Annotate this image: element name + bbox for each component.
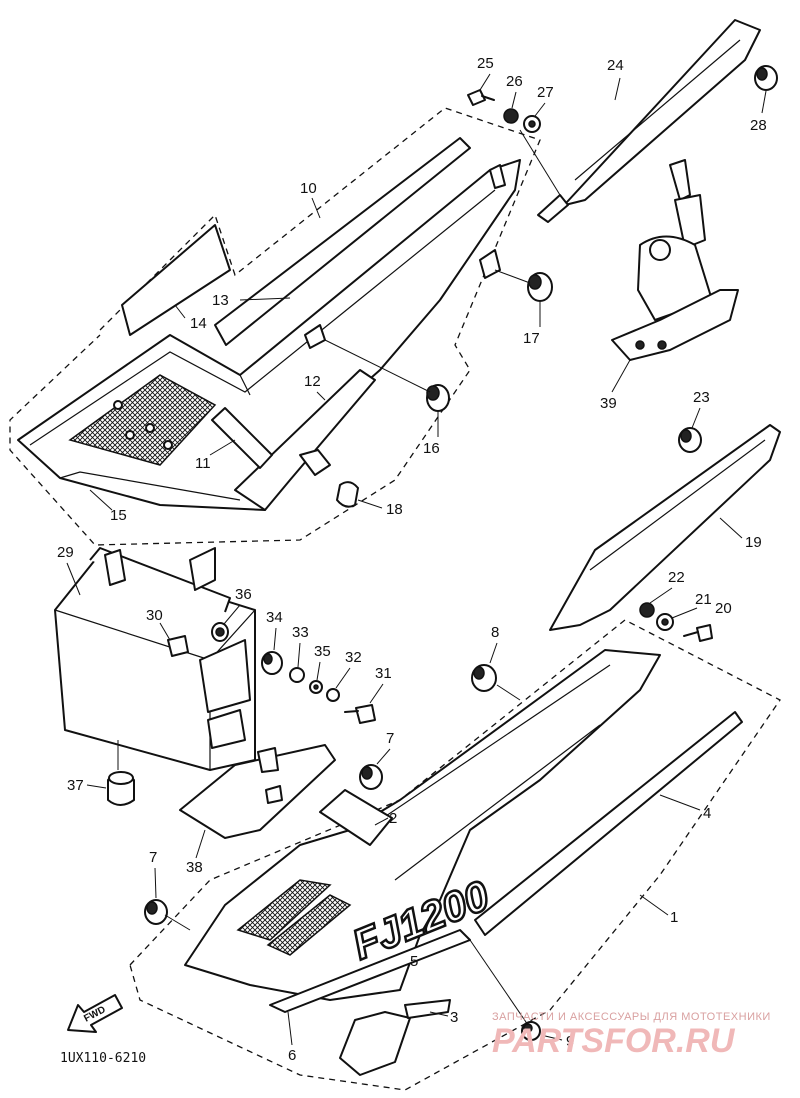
- part-33-collar: [289, 667, 305, 683]
- callout-9: 9: [566, 1033, 574, 1050]
- part-16-grommet: [426, 384, 450, 412]
- callout-23: 23: [693, 389, 710, 406]
- callout-5: 5: [410, 953, 418, 970]
- callout-29: 29: [57, 544, 74, 561]
- part-31-bolt: [344, 704, 376, 724]
- part-1-side-cover: [184, 649, 661, 1001]
- callout-19: 19: [745, 534, 762, 551]
- callout-1: 1: [670, 909, 678, 926]
- callout-13: 13: [212, 292, 229, 309]
- part-37-grommet: [107, 771, 135, 806]
- callout-27: 27: [537, 84, 554, 101]
- part-11-damper: [211, 407, 273, 469]
- callout-39: 39: [600, 395, 617, 412]
- callout-20: 20: [715, 600, 732, 617]
- diagram-code: 1UX110-6210: [60, 1051, 146, 1066]
- part-8-grommet: [471, 664, 497, 692]
- part-9-grommet: [521, 1021, 541, 1041]
- callout-22: 22: [668, 569, 685, 586]
- callout-34: 34: [266, 609, 283, 626]
- callout-7-lower: 7: [149, 849, 157, 866]
- part-26-washer: [503, 108, 519, 124]
- part-35-washer: [309, 680, 323, 694]
- part-2-pad: [319, 789, 393, 846]
- part-17-grommet: [527, 272, 553, 302]
- callout-31: 31: [375, 665, 392, 682]
- part-32-washer: [326, 688, 340, 702]
- part-28-grommet: [754, 65, 778, 91]
- callout-26: 26: [506, 73, 523, 90]
- callout-25: 25: [477, 55, 494, 72]
- callout-4: 4: [703, 805, 711, 822]
- part-30-clip: [167, 635, 189, 657]
- watermark-tagline: ЗАПЧАСТИ И АКСЕССУАРЫ ДЛЯ МОТОТЕХНИКИ: [492, 1011, 771, 1023]
- callout-37: 37: [67, 777, 84, 794]
- callout-10: 10: [300, 180, 317, 197]
- part-14-decal: [121, 224, 231, 336]
- callout-36: 36: [235, 586, 252, 603]
- callout-6: 6: [288, 1047, 296, 1064]
- callout-8: 8: [491, 624, 499, 641]
- part-25-bolt: [467, 89, 495, 106]
- callout-35: 35: [314, 643, 331, 660]
- upper-cover-group-boundary: [9, 107, 541, 546]
- callout-3: 3: [450, 1009, 458, 1026]
- callout-21: 21: [695, 591, 712, 608]
- forward-arrow-icon: FWD: [67, 994, 123, 1033]
- callout-18: 18: [386, 501, 403, 518]
- callout-38: 38: [186, 859, 203, 876]
- part-18-grommet: [336, 481, 359, 508]
- lower-vent-upper: [236, 879, 332, 941]
- lower-cover-group-boundary: [129, 619, 781, 1091]
- callout-11: 11: [195, 455, 211, 472]
- part-27-nut: [523, 115, 541, 133]
- part-12-pad: [234, 369, 376, 511]
- callout-16: 16: [423, 440, 440, 457]
- part-7-grommet-upper: [359, 764, 383, 790]
- callout-24: 24: [607, 57, 624, 74]
- callout-17: 17: [523, 330, 540, 347]
- callout-28: 28: [750, 117, 767, 134]
- callout-12: 12: [304, 373, 321, 390]
- callout-33: 33: [292, 624, 309, 641]
- part-7-grommet-lower: [144, 899, 168, 925]
- callout-30: 30: [146, 607, 163, 624]
- part-29-battery-box: [54, 547, 256, 771]
- callout-15: 15: [110, 507, 127, 524]
- callout-14: 14: [190, 315, 207, 332]
- part-23-grommet: [678, 427, 702, 453]
- callout-7-upper: 7: [386, 730, 394, 747]
- part-21-nut: [656, 613, 674, 631]
- part-39-lock-assembly: [611, 159, 739, 361]
- part-3-damper: [339, 1011, 411, 1076]
- callouts: 10 13 14 12 11 15 16 17 18 24 25 26 27 2…: [57, 55, 767, 1064]
- watermark-brand: PARTSFOR.RU: [492, 1022, 736, 1060]
- part-36-grommet: [211, 622, 229, 642]
- part-20-bolt: [683, 624, 713, 642]
- lower-vent-lower: [266, 894, 352, 956]
- part-4-strip: [474, 711, 743, 936]
- side-cover-vent: [68, 374, 217, 466]
- part-34-grommet: [261, 651, 283, 675]
- callout-2: 2: [389, 810, 397, 827]
- part-38-tray: [179, 744, 336, 839]
- part-19-rail: [549, 424, 781, 631]
- callout-32: 32: [345, 649, 362, 666]
- part-22-washer: [639, 602, 655, 618]
- part-13-strip: [214, 137, 471, 346]
